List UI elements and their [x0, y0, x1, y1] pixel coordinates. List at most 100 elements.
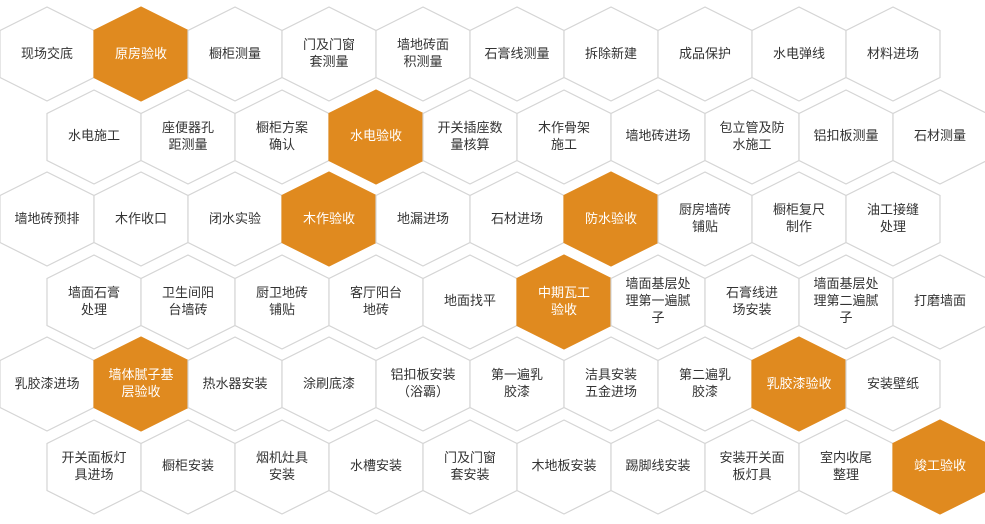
hexagon-outline [892, 88, 985, 185]
process-step: 铝扣板安装 （浴霸） [375, 336, 471, 432]
process-step: 中期瓦工 验收 [516, 253, 612, 350]
process-step-label: 墙面基层处 理第一遍腻 子 [625, 277, 691, 326]
process-step: 座便器孔 距测量 [140, 88, 236, 185]
process-step: 墙地砖面 积测量 [375, 6, 471, 102]
process-step: 拆除新建 [563, 6, 659, 102]
process-step-label: 成品保护 [678, 46, 731, 62]
process-step-label: 墙体腻子基 层验收 [108, 368, 174, 400]
process-step: 原房验收 [93, 6, 189, 102]
hexagon-shape [892, 418, 985, 515]
hexagon-shape [845, 6, 941, 102]
process-step: 油工接缝 处理 [845, 171, 941, 267]
process-step-label: 石材测量 [913, 129, 966, 144]
process-step: 门及门窗 套测量 [281, 6, 377, 102]
process-step: 橱柜安装 [140, 418, 236, 515]
process-step: 竣工验收 [892, 418, 985, 515]
process-step-label: 安装开关面 板灯具 [719, 450, 785, 483]
process-step-label: 墙面石膏 处理 [67, 285, 120, 318]
process-step-label: 铝扣板安装 （浴霸） [390, 368, 456, 400]
process-step: 乳胶漆进场 [0, 336, 95, 432]
process-step-label: 墙地砖预排 [14, 211, 80, 227]
process-step-label: 安装壁纸 [866, 376, 919, 392]
process-step-label: 座便器孔 距测量 [161, 120, 214, 153]
process-step: 包立管及防 水施工 [704, 88, 800, 185]
process-step: 卫生间阳 台墙砖 [140, 253, 236, 350]
hexagon-outline [845, 336, 941, 432]
process-step: 安装壁纸 [845, 336, 941, 432]
process-step-label: 油工接缝 处理 [866, 203, 919, 235]
process-step-label: 原房验收 [114, 46, 167, 62]
process-step-label: 防水验收 [584, 211, 637, 227]
process-step: 木地板安装 [516, 418, 612, 515]
process-step: 橱柜测量 [187, 6, 283, 102]
process-step-label: 开关插座数 量核算 [437, 120, 503, 153]
process-step: 厨卫地砖 铺贴 [234, 253, 330, 350]
process-step-label: 室内收尾 整理 [819, 450, 872, 483]
process-step: 墙体腻子基 层验收 [93, 336, 189, 432]
process-step-label: 墙地砖进场 [625, 129, 691, 144]
process-step-label: 客厅阳台 地砖 [349, 285, 402, 318]
process-step: 水电验收 [328, 88, 424, 185]
process-step-label: 橱柜安装 [161, 459, 214, 474]
process-step-label: 打磨墙面 [913, 294, 966, 309]
process-step: 洁具安装 五金进场 [563, 336, 659, 432]
process-step: 乳胶漆验收 [751, 336, 847, 432]
hexagon-outline [845, 6, 941, 102]
process-step-label: 烟机灶具 安装 [255, 450, 308, 483]
process-step: 第一遍乳 胶漆 [469, 336, 565, 432]
process-step: 墙面基层处 理第一遍腻 子 [610, 253, 706, 350]
hexagon-shape [845, 336, 941, 432]
process-step-label: 墙地砖面 积测量 [396, 38, 449, 70]
process-step: 现场交底 [0, 6, 95, 102]
process-step: 涂刷底漆 [281, 336, 377, 432]
process-step: 开关面板灯 具进场 [46, 418, 142, 515]
process-step-label: 材料进场 [866, 46, 919, 62]
process-step: 热水器安装 [187, 336, 283, 432]
process-step-label: 橱柜方案 确认 [255, 120, 308, 153]
process-step: 安装开关面 板灯具 [704, 418, 800, 515]
process-step-label: 墙面基层处 理第二遍腻 子 [813, 277, 879, 326]
process-step: 地漏进场 [375, 171, 471, 267]
process-step-label: 地面找平 [443, 294, 496, 309]
hexagon-outline [845, 171, 941, 267]
process-step: 木作骨架 施工 [516, 88, 612, 185]
process-step-label: 中期瓦工 验收 [537, 285, 590, 318]
process-step: 开关插座数 量核算 [422, 88, 518, 185]
process-step-label: 水电施工 [67, 129, 120, 144]
process-step: 烟机灶具 安装 [234, 418, 330, 515]
process-step-label: 闭水实验 [208, 211, 261, 227]
hexagon-outline [892, 253, 985, 350]
process-step-label: 涂刷底漆 [302, 376, 355, 392]
process-step: 厨房墙砖 铺贴 [657, 171, 753, 267]
process-step-label: 洁具安装 五金进场 [584, 368, 637, 400]
process-step: 墙面石膏 处理 [46, 253, 142, 350]
process-step: 水电弹线 [751, 6, 847, 102]
process-step: 石材进场 [469, 171, 565, 267]
process-step: 铝扣板测量 [798, 88, 894, 185]
process-step: 橱柜方案 确认 [234, 88, 330, 185]
process-step-label: 厨房墙砖 铺贴 [678, 203, 731, 235]
hexagon-outline [892, 418, 985, 515]
process-step: 地面找平 [422, 253, 518, 350]
process-step: 木作验收 [281, 171, 377, 267]
process-step-label: 第一遍乳 胶漆 [490, 368, 543, 400]
process-step: 门及门窗 套安装 [422, 418, 518, 515]
process-step-label: 地漏进场 [396, 211, 449, 227]
process-step: 水电施工 [46, 88, 142, 185]
hexagon-shape [845, 171, 941, 267]
process-step: 石材测量 [892, 88, 985, 185]
process-step-label: 木地板安装 [531, 459, 597, 474]
process-step: 材料进场 [845, 6, 941, 102]
process-step: 水槽安装 [328, 418, 424, 515]
process-step: 室内收尾 整理 [798, 418, 894, 515]
process-step-label: 厨卫地砖 铺贴 [255, 285, 308, 318]
process-step-label: 石膏线进 场安装 [725, 285, 778, 318]
process-step-label: 踢脚线安装 [625, 459, 691, 474]
process-step-label: 木作收口 [114, 211, 167, 227]
process-step-label: 木作骨架 施工 [537, 120, 590, 153]
process-step-label: 包立管及防 水施工 [719, 120, 785, 153]
process-step: 石膏线测量 [469, 6, 565, 102]
process-step: 墙面基层处 理第二遍腻 子 [798, 253, 894, 350]
process-step: 橱柜复尺 制作 [751, 171, 847, 267]
process-step: 客厅阳台 地砖 [328, 253, 424, 350]
